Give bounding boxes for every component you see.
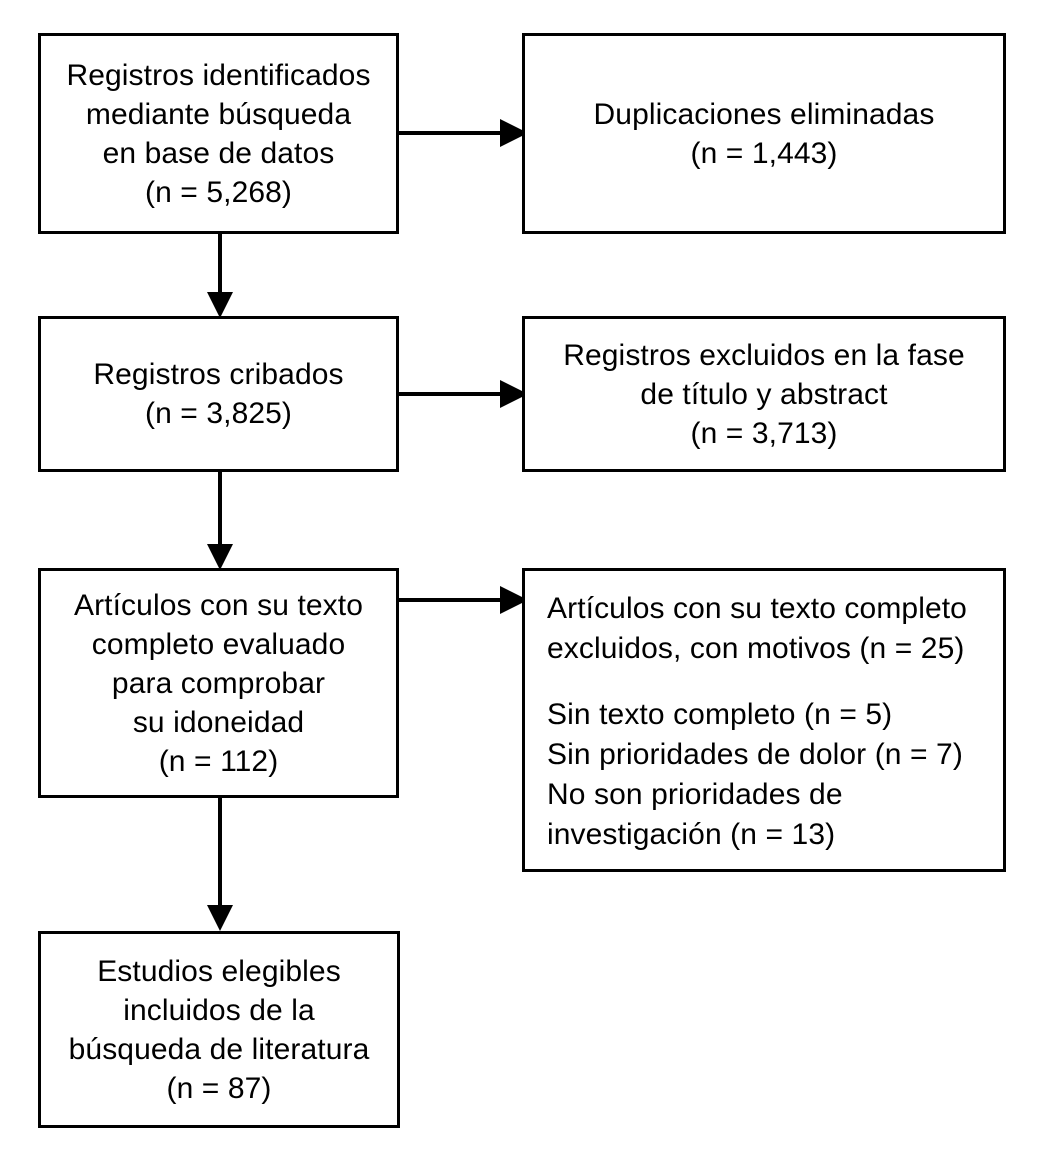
box-line: de título y abstract [640,377,888,411]
arrow-identified-to-duplicates [399,119,528,147]
box-line: en base de datos [102,136,335,170]
box-line: No son prioridades de [547,778,843,812]
box-line: (n = 3,825) [144,397,293,430]
box-line: Registros identificados [66,58,371,92]
arrow-identified-to-screened [207,234,233,318]
box-records-identified: Registros identificados mediante búsqued… [38,33,399,234]
box-line: para comprobar [111,666,326,700]
box-fulltext-assessed: Artículos con su texto completo evaluado… [38,568,399,798]
arrow-screened-to-excluded [399,380,528,408]
box-line: excluidos, con motivos (n = 25) [547,631,965,665]
box-line: completo evaluado [91,627,346,661]
box-fulltext-excluded-reasons: Artículos con su texto completo excluido… [522,568,1006,872]
box-line: búsqueda de literatura [68,1032,370,1066]
box-line: (n = 87) [166,1071,272,1105]
box-records-screened: Registros cribados (n = 3,825) [38,316,399,472]
box-line: investigación (n = 13) [547,818,836,852]
box-line: (n = 1,443) [690,136,838,170]
box-line: Registros excluidos en la fase [563,338,965,372]
box-line: mediante búsqueda [85,97,352,131]
arrow-fulltext-to-excluded [399,586,528,614]
box-line: Duplicaciones eliminadas [593,97,935,131]
box-line: Sin texto completo (n = 5) [547,698,893,732]
box-line: Artículos con su texto completo [547,592,967,625]
box-duplicates-removed: Duplicaciones eliminadas (n = 1,443) [522,33,1006,234]
box-line: incluidos de la [123,993,315,1027]
box-line: Registros cribados [93,358,344,391]
arrow-screened-to-fulltext [207,472,233,570]
box-line: (n = 3,713) [690,416,838,450]
arrow-fulltext-to-included [207,798,233,931]
box-line: su idoneidad [132,705,305,739]
box-line: Sin prioridades de dolor (n = 7) [547,738,963,772]
box-line: (n = 5,268) [144,175,293,209]
box-line: (n = 112) [158,744,279,778]
box-line: Estudios elegibles [97,954,341,988]
box-records-excluded-title-abstract: Registros excluidos en la fase de título… [522,316,1006,472]
box-line: Artículos con su texto [73,588,363,622]
box-studies-included: Estudios elegibles incluidos de la búsqu… [38,931,400,1128]
